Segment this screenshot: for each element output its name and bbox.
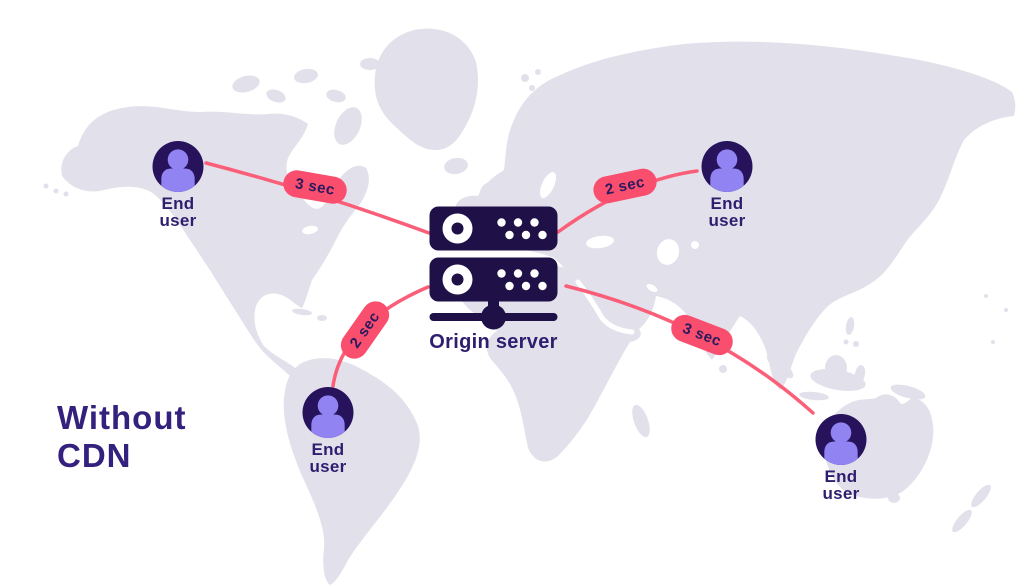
island-svalbard-1 — [521, 74, 529, 82]
sea-baltic — [539, 172, 557, 198]
island-sumatra — [766, 353, 794, 379]
island-aleutian-2 — [53, 188, 59, 194]
island-madagascar — [632, 404, 650, 438]
island-pacific-1 — [991, 340, 995, 344]
end-user-label-line-1: End — [161, 194, 195, 213]
island-new-zealand-north — [971, 484, 991, 508]
end-user-top-right: End user — [701, 141, 753, 229]
end-user-label-line-2: user — [822, 484, 860, 503]
island-philippines-1 — [845, 317, 855, 335]
end-user-bottom-left: End user — [302, 387, 354, 475]
island-pacific-2 — [1004, 308, 1008, 312]
island-greenland — [374, 28, 478, 151]
end-user-label-line-2: user — [159, 211, 197, 230]
island-philippines-3 — [843, 339, 849, 345]
island-japan-2 — [901, 215, 911, 229]
origin-server-label: Origin server — [429, 331, 558, 353]
end-user-label: End user — [822, 468, 859, 502]
end-user-label-line-2: user — [708, 211, 746, 230]
gulf-persian — [646, 284, 658, 292]
user-avatar-icon — [302, 387, 354, 438]
island-svalbard-3 — [529, 85, 535, 91]
island-sakhalin — [879, 172, 889, 200]
sea-caspian — [656, 239, 680, 265]
end-user-top-left: End user — [152, 141, 204, 229]
island-philippines-2 — [853, 341, 859, 347]
title-line-1: Without — [57, 399, 187, 436]
island-arctic-2 — [266, 89, 286, 103]
origin-server: Origin server — [429, 206, 558, 354]
end-user-label-line-1: End — [311, 440, 345, 459]
island-arctic-3 — [294, 68, 318, 84]
island-hispaniola — [317, 315, 327, 321]
user-avatar-icon — [701, 141, 753, 192]
island-iceland — [444, 157, 468, 175]
end-user-label-line-1: End — [710, 194, 744, 213]
island-svalbard-2 — [535, 69, 541, 75]
island-cuba — [292, 308, 312, 316]
end-user-label-line-1: End — [824, 467, 858, 486]
island-aleutian-1 — [43, 183, 49, 189]
island-arctic-5 — [360, 58, 380, 70]
island-java — [799, 391, 829, 401]
island-pacific-3 — [984, 294, 988, 298]
sea-black — [586, 235, 614, 249]
great-lakes — [302, 225, 318, 235]
title-line-2: CDN — [57, 437, 132, 474]
island-tasmania — [888, 493, 900, 503]
island-new-guinea-1 — [810, 369, 866, 391]
island-baffin — [334, 107, 362, 145]
island-new-guinea-2 — [890, 384, 926, 400]
end-user-bottom-right: End user — [815, 414, 867, 502]
link-bottom-right-user — [564, 284, 815, 415]
peninsula-scandinavia — [519, 78, 579, 206]
sea-aral — [691, 241, 699, 249]
island-arctic-1 — [232, 75, 260, 93]
user-avatar-icon — [152, 141, 204, 192]
end-user-label: End user — [309, 441, 346, 475]
origin-server-icon — [429, 206, 558, 330]
end-user-label-line-2: user — [309, 457, 347, 476]
island-new-zealand-south — [952, 509, 972, 533]
continent-north-america — [61, 106, 369, 391]
island-sri-lanka — [719, 365, 727, 373]
island-arctic-4 — [326, 89, 346, 103]
island-japan-1 — [885, 231, 903, 261]
seas — [302, 172, 699, 335]
end-user-label: End user — [708, 195, 745, 229]
island-aleutian-3 — [63, 191, 69, 197]
user-avatar-icon — [815, 414, 867, 465]
end-user-label: End user — [159, 195, 196, 229]
diagram-title: Without CDN — [57, 399, 186, 475]
